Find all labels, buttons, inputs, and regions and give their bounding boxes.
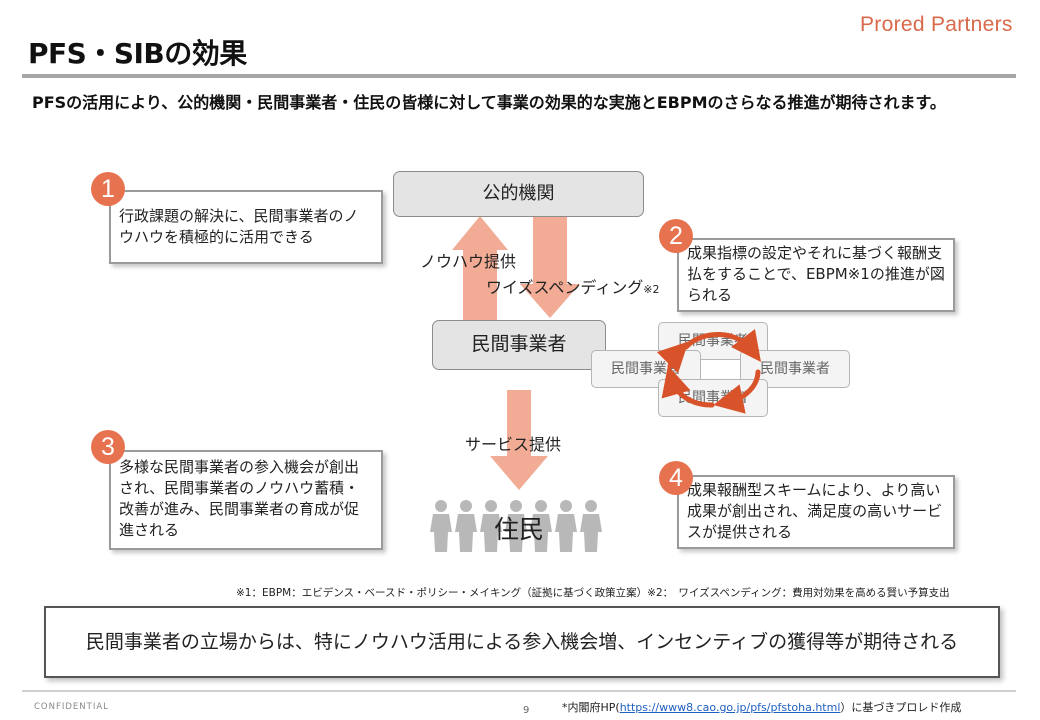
wisespending-arrow [520,216,580,318]
callout-3-box: 多様な民間事業者の参入機会が創出され、民間事業者のノウハウ蓄積・改善が進み、民間… [109,450,383,550]
source-note: *内閣府HP(https://www8.cao.go.jp/pfs/pfstoh… [562,699,961,715]
wisespending-footnote-mark: ※2 [643,283,660,296]
conclusion-box: 民間事業者の立場からは、特にノウハウ活用による参入機会増、インセンティブの獲得等… [44,606,1000,678]
page-number: 9 [523,705,530,716]
title-divider [22,74,1016,78]
residents-label: 住民 [494,515,545,544]
cycle-box-right: 民間事業者 [740,350,850,388]
wisespending-text: ワイズスペンディング [486,278,644,297]
page-title: PFS・SIBの効果 [28,37,247,70]
wisespending-label: ワイズスペンディング※2 [486,274,660,298]
service-arrow [490,390,548,490]
cycle-arc-2 [713,369,761,414]
cycle-arc-4 [656,341,689,374]
private-business-box: 民間事業者 [432,320,606,370]
callout-1-number: 1 [91,172,125,206]
service-label: サービス提供 [465,435,562,454]
lead-text: PFSの活用により、公的機関・民間事業者・住民の皆様に対して事業の効果的な実施と… [32,93,946,112]
public-organization-box: 公的機関 [393,171,644,217]
callout-1-box: 行政課題の解決に、民間事業者のノウハウを積極的に活用できる [109,190,383,264]
source-prefix: *内閣府HP( [562,701,620,714]
cycle-arc-3 [661,365,715,408]
cycle-arc-1 [683,328,762,362]
callout-2-number: 2 [659,219,693,253]
callout-3-number: 3 [91,430,125,464]
knowhow-arrow [452,216,508,322]
residents-people-icon [430,500,602,552]
source-link[interactable]: https://www8.cao.go.jp/pfs/pfstoha.html [619,701,841,714]
callout-2-box: 成果指標の設定やそれに基づく報酬支払をすることで、EBPM※1の推進が図られる [677,238,955,312]
callout-4-number: 4 [659,461,693,495]
source-suffix: ）に基づきプロレド作成 [840,701,962,714]
footer-divider [22,690,1016,692]
confidential-label: CONFIDENTIAL [34,702,109,712]
footnote: ※1：EBPM：エビデンス・ベースド・ポリシー・メイキング（証拠に基づく政策立案… [236,587,950,599]
brand-logo: Prored Partners [860,13,1013,36]
callout-4-box: 成果報酬型スキームにより、より高い成果が創出され、満足度の高いサービスが提供され… [677,475,955,549]
knowhow-label: ノウハウ提供 [420,252,517,271]
